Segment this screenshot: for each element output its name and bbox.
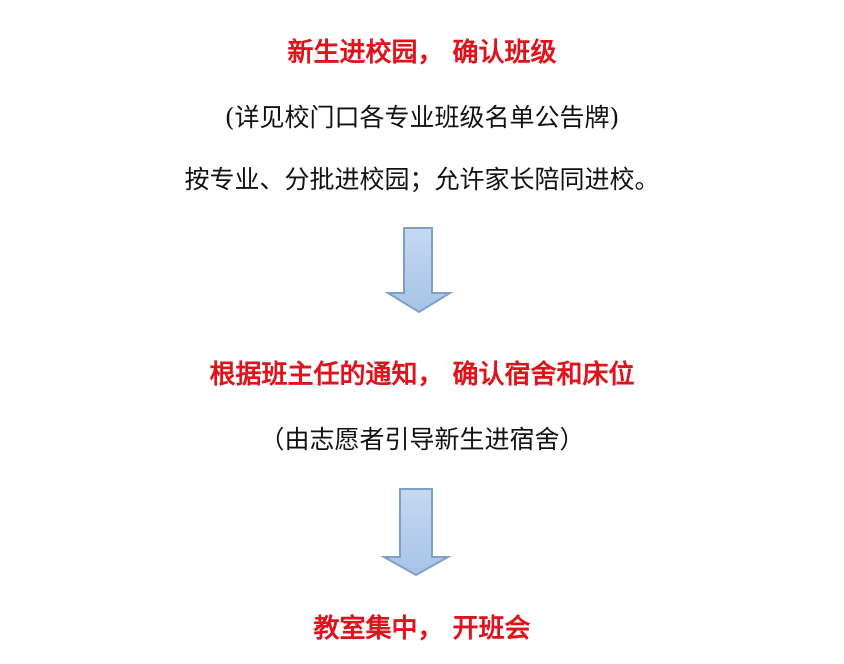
down-arrow-icon (380, 488, 452, 577)
step-1-title: 新生进校园， 确认班级 (287, 38, 557, 68)
step-3-title: 教室集中， 开班会 (313, 614, 531, 644)
step-1-note-2: 按专业、分批进校园；允许家长陪同进校。 (184, 165, 660, 194)
step-1-note-1: (详见校门口各专业班级名单公告牌) (224, 103, 620, 132)
step-2-note-1: （由志愿者引导新生进宿舍） (259, 425, 585, 454)
down-arrow-icon (384, 227, 454, 314)
step-2-title: 根据班主任的通知， 确认宿舍和床位 (209, 360, 635, 390)
